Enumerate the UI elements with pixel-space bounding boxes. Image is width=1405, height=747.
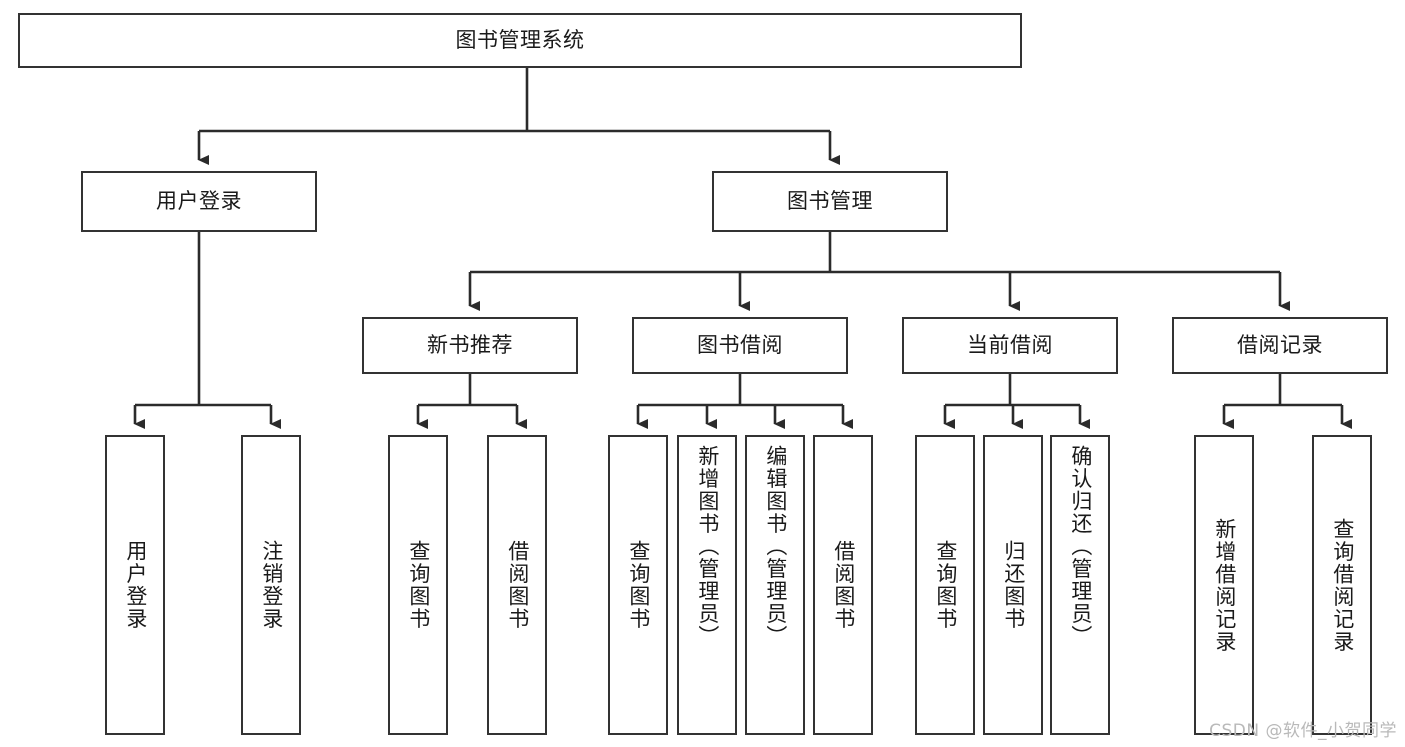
node-leaf-borrow-book[interactable]: 借阅图书 xyxy=(813,435,873,735)
watermark-text: CSDN @软件_小贺同学 xyxy=(1209,721,1397,741)
node-leaf-user-login-label: 用户登录 xyxy=(123,540,148,630)
node-leaf-query-book-borrow-label: 查询图书 xyxy=(626,540,651,630)
node-leaf-user-logout[interactable]: 注销登录 xyxy=(241,435,301,735)
node-leaf-add-book-label: 新增图书（管理员） xyxy=(695,445,720,648)
node-leaf-confirm-return[interactable]: 确认归还（管理员） xyxy=(1050,435,1110,735)
node-leaf-borrow-book-label: 借阅图书 xyxy=(831,540,856,630)
node-root-label: 图书管理系统 xyxy=(455,28,585,53)
node-new-book-recommend[interactable]: 新书推荐 xyxy=(362,317,578,374)
node-leaf-query-book-current[interactable]: 查询图书 xyxy=(915,435,975,735)
node-current-borrow-label: 当前借阅 xyxy=(967,333,1053,358)
node-book-manage-label: 图书管理 xyxy=(787,189,873,214)
node-user-login-label: 用户登录 xyxy=(156,189,242,214)
node-leaf-add-book[interactable]: 新增图书（管理员） xyxy=(677,435,737,735)
node-current-borrow[interactable]: 当前借阅 xyxy=(902,317,1118,374)
node-leaf-edit-book-label: 编辑图书（管理员） xyxy=(763,445,788,648)
node-leaf-query-borrow-record[interactable]: 查询借阅记录 xyxy=(1312,435,1372,735)
node-leaf-return-book-label: 归还图书 xyxy=(1001,540,1026,630)
node-new-book-recommend-label: 新书推荐 xyxy=(427,333,513,358)
node-leaf-query-book-recommend-label: 查询图书 xyxy=(406,540,431,630)
node-leaf-confirm-return-label: 确认归还（管理员） xyxy=(1068,445,1093,648)
node-user-login[interactable]: 用户登录 xyxy=(81,171,317,232)
node-book-manage[interactable]: 图书管理 xyxy=(712,171,948,232)
node-book-borrow[interactable]: 图书借阅 xyxy=(632,317,848,374)
node-leaf-user-logout-label: 注销登录 xyxy=(259,540,284,630)
node-leaf-query-book-recommend[interactable]: 查询图书 xyxy=(388,435,448,735)
node-leaf-add-borrow-record-label: 新增借阅记录 xyxy=(1212,517,1237,653)
node-leaf-add-borrow-record[interactable]: 新增借阅记录 xyxy=(1194,435,1254,735)
node-leaf-borrow-book-recommend[interactable]: 借阅图书 xyxy=(487,435,547,735)
node-borrow-record[interactable]: 借阅记录 xyxy=(1172,317,1388,374)
node-leaf-edit-book[interactable]: 编辑图书（管理员） xyxy=(745,435,805,735)
node-leaf-borrow-book-recommend-label: 借阅图书 xyxy=(505,540,530,630)
node-leaf-query-borrow-record-label: 查询借阅记录 xyxy=(1330,517,1355,653)
node-leaf-query-book-current-label: 查询图书 xyxy=(933,540,958,630)
node-leaf-user-login[interactable]: 用户登录 xyxy=(105,435,165,735)
node-leaf-return-book[interactable]: 归还图书 xyxy=(983,435,1043,735)
node-book-borrow-label: 图书借阅 xyxy=(697,333,783,358)
node-root[interactable]: 图书管理系统 xyxy=(18,13,1022,68)
node-borrow-record-label: 借阅记录 xyxy=(1237,333,1323,358)
node-leaf-query-book-borrow[interactable]: 查询图书 xyxy=(608,435,668,735)
